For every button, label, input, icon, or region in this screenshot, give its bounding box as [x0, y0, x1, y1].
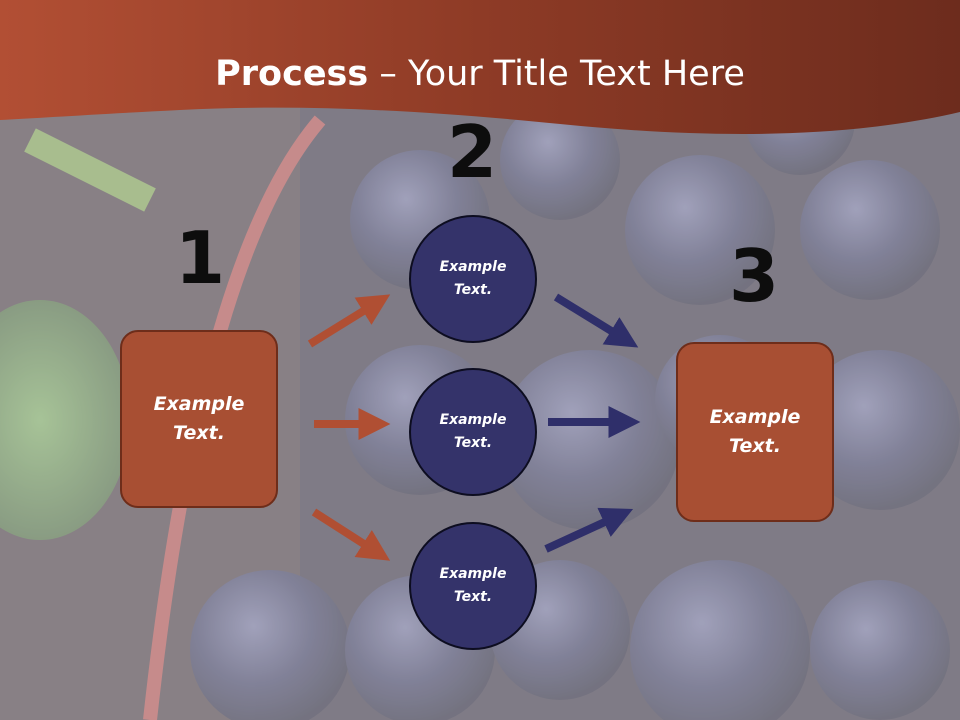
step-number-2: 2 — [446, 110, 498, 194]
step-3-box: Example Text. — [676, 342, 834, 522]
slide-title: Process – Your Title Text Here — [0, 52, 960, 96]
circle-label-bottom: Example Text. — [439, 566, 507, 605]
step-2-circle-middle: Example Text. — [409, 368, 537, 496]
header-band — [0, 0, 960, 134]
arrow-left-down — [311, 508, 391, 561]
step-number-3: 3 — [728, 234, 780, 318]
step-3-label: Example Text. — [709, 406, 801, 457]
arrow-right-up — [544, 507, 634, 553]
step-2-circle-top: Example Text. — [409, 215, 537, 343]
step-1-box: Example Text. — [120, 330, 278, 508]
arrow-left-up — [307, 294, 391, 348]
circle-label-top: Example Text. — [439, 259, 507, 298]
step-2-circle-bottom: Example Text. — [409, 522, 537, 650]
step-1-label: Example Text. — [153, 393, 245, 444]
circle-label-middle: Example Text. — [439, 412, 507, 451]
arrow-right-down — [553, 293, 639, 348]
step-number-1: 1 — [174, 216, 226, 300]
title-rest: – Your Title Text Here — [368, 54, 745, 94]
title-bold: Process — [215, 54, 369, 94]
